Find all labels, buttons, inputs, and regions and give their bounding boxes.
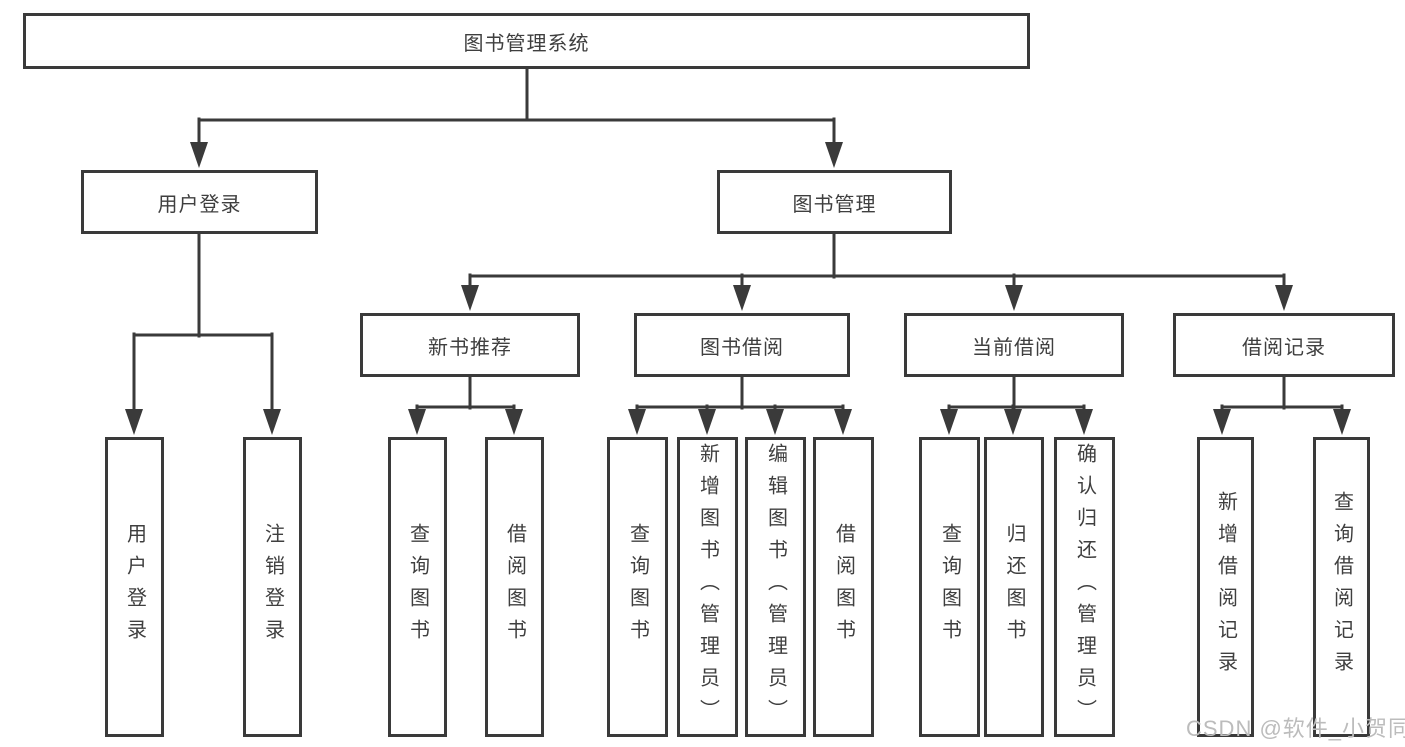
- leaf-borrow-books-recommend: 借阅图书: [485, 437, 544, 737]
- group-current-borrow-label: 当前借阅: [972, 336, 1056, 359]
- leaf-query-books-recommend: 查询图书: [388, 437, 447, 737]
- leaf-borrow-books-borrow: 借阅图书: [813, 437, 874, 737]
- leaf-query-books-borrow: 查询图书: [607, 437, 668, 737]
- leaf-query-borrow-record: 查询借阅记录: [1313, 437, 1370, 737]
- group-new-book-recommend: 新书推荐: [360, 313, 580, 377]
- leaf-query-books-current: 查询图书: [919, 437, 980, 737]
- leaf-borrow-books-borrow-label: 借阅图书: [832, 523, 855, 651]
- leaf-query-books-borrow-label: 查询图书: [626, 523, 649, 651]
- leaf-edit-book-admin: 编辑图书（管理员）: [745, 437, 806, 737]
- group-current-borrow: 当前借阅: [904, 313, 1124, 377]
- group-book-borrow: 图书借阅: [634, 313, 850, 377]
- leaf-logout-login: 注销登录: [243, 437, 302, 737]
- group-book-borrow-label: 图书借阅: [700, 336, 784, 359]
- leaf-confirm-return-admin: 确认归还（管理员）: [1054, 437, 1115, 737]
- group-new-book-recommend-label: 新书推荐: [428, 336, 512, 359]
- branch-user-login-label: 用户登录: [157, 193, 242, 216]
- leaf-add-borrow-record-label: 新增借阅记录: [1214, 491, 1237, 683]
- leaf-borrow-books-recommend-label: 借阅图书: [503, 523, 526, 651]
- branch-book-management: 图书管理: [717, 170, 952, 234]
- leaf-query-borrow-record-label: 查询借阅记录: [1330, 491, 1353, 683]
- leaf-add-book-admin: 新增图书（管理员）: [677, 437, 738, 737]
- leaf-add-book-admin-label: 新增图书（管理员）: [696, 443, 719, 731]
- leaf-return-books-label: 归还图书: [1003, 523, 1025, 651]
- branch-user-login: 用户登录: [81, 170, 318, 234]
- leaf-add-borrow-record: 新增借阅记录: [1197, 437, 1254, 737]
- leaf-user-login-label: 用户登录: [123, 523, 146, 651]
- arrowheads: [125, 142, 1351, 435]
- group-borrow-records: 借阅记录: [1173, 313, 1395, 377]
- group-borrow-records-label: 借阅记录: [1242, 336, 1326, 359]
- leaf-query-books-recommend-label: 查询图书: [406, 523, 429, 651]
- watermark: CSDN @软件_小贺同学: [1186, 716, 1405, 741]
- leaf-edit-book-admin-label: 编辑图书（管理员）: [764, 443, 787, 731]
- node-root: 图书管理系统: [23, 13, 1030, 69]
- node-root-label: 图书管理系统: [463, 32, 590, 55]
- leaf-user-login: 用户登录: [105, 437, 164, 737]
- branch-book-management-label: 图书管理: [792, 193, 877, 216]
- leaf-query-books-current-label: 查询图书: [938, 523, 961, 651]
- leaf-return-books: 归还图书: [984, 437, 1044, 737]
- leaf-logout-login-label: 注销登录: [261, 523, 284, 651]
- leaf-confirm-return-admin-label: 确认归还（管理员）: [1073, 443, 1096, 731]
